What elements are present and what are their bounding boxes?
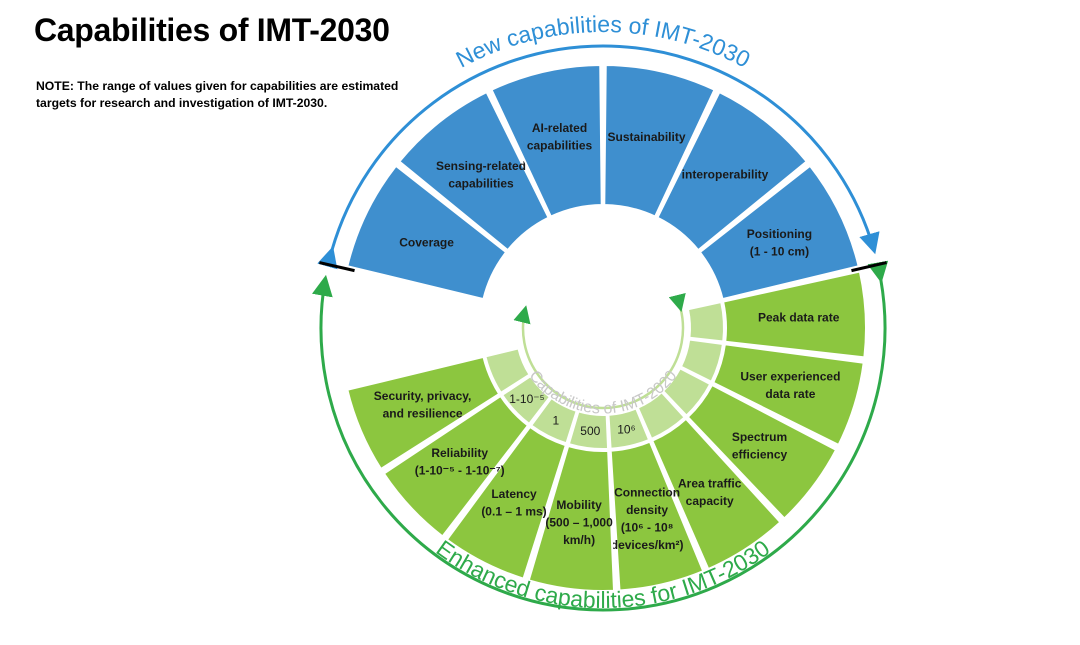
new-capability-segment [603,63,716,218]
imt2020-segment [484,347,531,395]
imt2020-arrow [513,292,686,410]
new-capability-label: Coverage [399,236,454,250]
inner-segments: 10⁶ 500 1 1-10⁻⁵ [484,300,725,450]
new-capability-label: Sustainability [607,130,685,144]
enhanced-capability-segment [711,343,865,447]
note-text: NOTE: The range of values given for capa… [36,79,399,110]
imt2020-segment [686,300,725,343]
imt2020-segment [529,396,578,445]
imt2020-segment [567,410,610,450]
enhanced-capabilities-arrow [312,260,889,612]
imt2020-segment [607,407,651,450]
imt2020-value: 1 [552,414,559,428]
enhanced-capability-label: Peak data rate [758,311,840,325]
enhanced-capability-segment [527,444,616,592]
enhanced-capability-segment [382,394,530,538]
enhanced-capability-segment [445,425,568,580]
new-capability-label: interoperability [682,168,769,182]
enhanced-capability-segment [609,440,705,592]
imt2020-value: 10⁶ [617,422,635,436]
new-capabilities-arrow [317,44,880,270]
enhanced-capability-label: Reliability(1-10⁻⁵ - 1-10⁻⁷) [415,446,505,478]
enhanced-capability-segment [650,417,782,571]
imt2020-value: 500 [580,424,600,438]
page-title: Capabilities of IMT-2030 [34,12,390,48]
enhanced-capability-label: Latency(0.1 – 1 ms) [481,487,546,519]
new-capabilities-label: New capabilities of IMT-2030 [452,11,755,73]
imt2020-segment [679,338,725,384]
new-capability-segment [490,63,603,218]
enhanced-capability-segment [346,355,501,471]
imt2020-segment [636,390,687,441]
new-capability-segment [656,90,809,252]
divider-tick-right [851,261,887,273]
enhanced-capability-label: Security, privacy,and resilience [374,389,472,421]
imt2020-segment [661,366,712,418]
imt2020-segment [500,374,552,426]
divider-tick-left [319,261,355,273]
imt2020-value: 1-10⁻⁵ [509,392,544,406]
enhanced-capability-segment [686,383,838,520]
